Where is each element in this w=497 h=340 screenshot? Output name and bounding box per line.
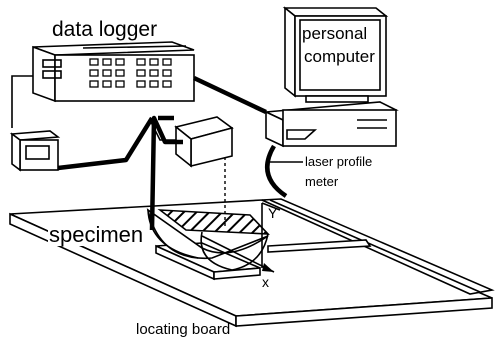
meter-support-arm [149, 115, 183, 231]
pc-label-line1: personal [302, 24, 367, 43]
laser-meter-label-line2: meter [305, 174, 339, 189]
data-logger [32, 41, 195, 103]
locating-board-label: locating board [136, 321, 230, 338]
axis-y-label: Y [268, 205, 278, 221]
guide-rail [261, 198, 495, 295]
pc-label-line2: computer [304, 47, 375, 66]
laser-meter-label-line1: laser profile [305, 154, 372, 169]
personal-computer [262, 6, 399, 148]
specimen-label-bg [48, 222, 146, 246]
laser-profile-meter [174, 116, 234, 168]
axis-x-label: x [262, 274, 269, 290]
data-logger-label: data logger [52, 18, 157, 41]
cables [11, 75, 288, 198]
positioning-bar [267, 239, 372, 253]
controller-box [9, 130, 61, 172]
specimen-label: specimen [49, 222, 143, 247]
coordinate-axes [201, 202, 281, 273]
